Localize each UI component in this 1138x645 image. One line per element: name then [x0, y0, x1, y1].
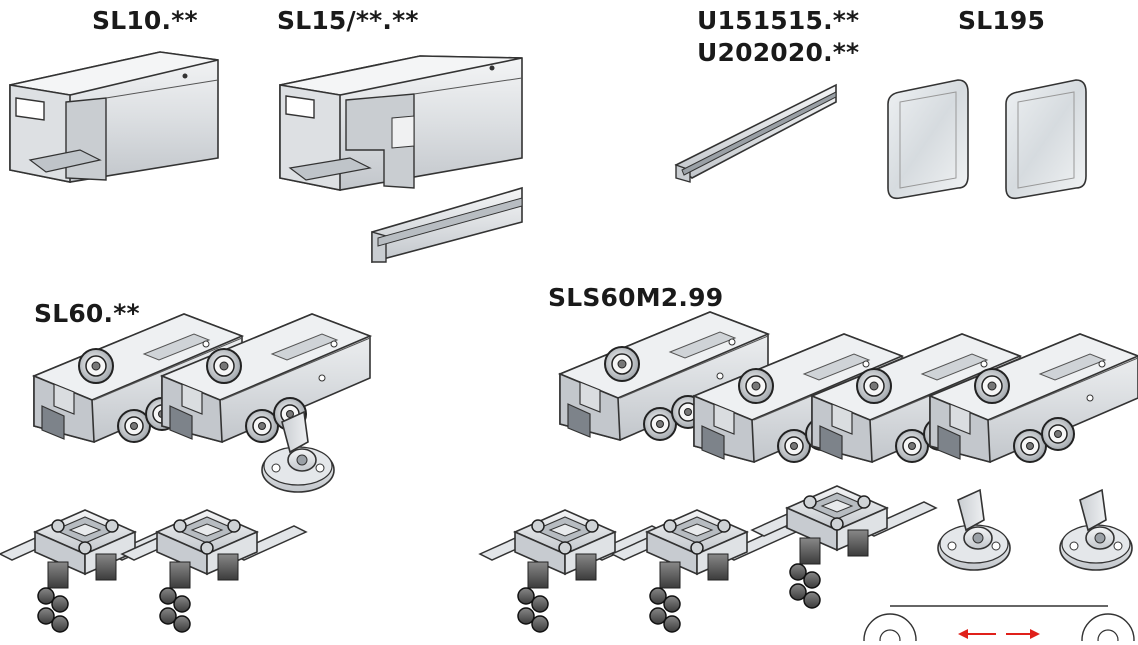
label-sl10: SL10.** [92, 6, 198, 35]
u-channel-profile [674, 83, 837, 183]
clamp-bracket [0, 509, 185, 633]
clamp-bracket [751, 485, 937, 609]
sl10-track-profile [9, 51, 219, 183]
clamp-bracket [121, 509, 307, 633]
label-u202020: U202020.** [697, 38, 860, 67]
sl15-track-profile [279, 55, 523, 191]
label-sls60m299: SLS60M2.99 [548, 283, 724, 312]
label-sl195: SL195 [958, 6, 1046, 35]
stopper [1059, 489, 1133, 571]
sliding-diagram [860, 605, 1138, 645]
arrow-left-icon [958, 629, 996, 639]
label-u151515: U151515.** [697, 6, 860, 35]
clamp-bracket [479, 509, 665, 633]
stopper [937, 489, 1011, 571]
arrow-right-icon [1006, 629, 1040, 639]
label-sl15: SL15/**.** [277, 6, 419, 35]
sl195-end-cap [1005, 79, 1087, 200]
sl15-guide-channel [371, 186, 523, 264]
sl195-end-cap [887, 79, 969, 200]
label-sl60: SL60.** [34, 299, 140, 328]
